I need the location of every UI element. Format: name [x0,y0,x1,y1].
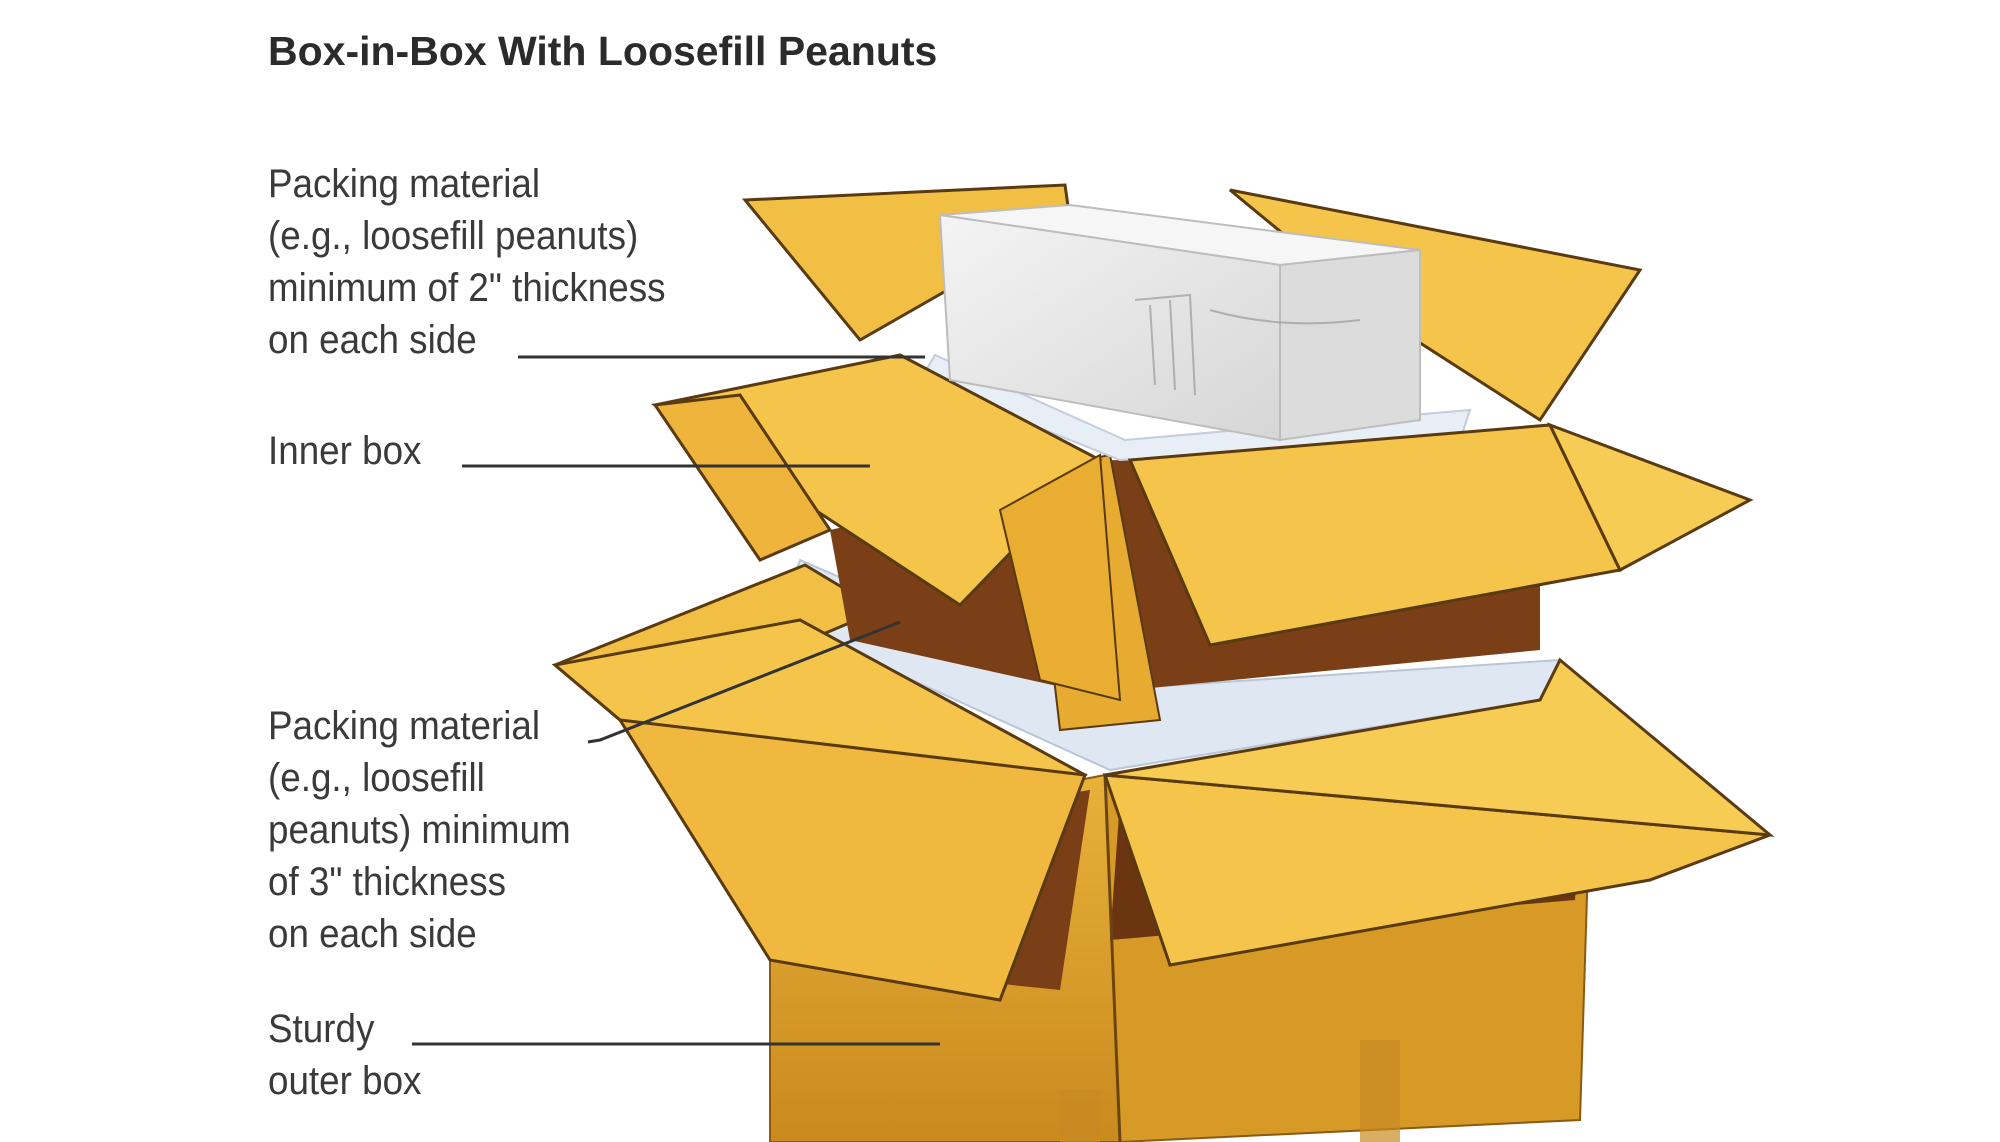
diagram-title: Box-in-Box With Loosefill Peanuts [268,28,938,74]
wrapped-item [938,203,1421,442]
label-outer-box: Sturdy outer box [268,1007,422,1103]
item-sketch-lines [1134,293,1361,396]
leader-line-packing-outer [587,620,901,744]
leader-lines [412,355,940,1046]
item-side [1279,248,1421,442]
outer-box-tape-2 [1060,1090,1100,1142]
label-packing-material-outer: Packing material (e.g., loosefill peanut… [268,704,571,956]
outer-flap-right-back [1104,657,1775,837]
outer-flap-front-left [617,718,1088,1002]
outer-box-tape [1360,1040,1400,1142]
outer-box [551,558,1775,1142]
inner-flap-left-side [652,393,833,562]
inner-flap-right-front [1127,423,1623,647]
label-packing-material-inner: Packing material (e.g., loosefill peanut… [268,162,666,362]
label-inner-box: Inner box [268,429,422,473]
outer-box-edge [1103,774,1122,1142]
inner-flap-front-left [998,453,1122,702]
inner-flap-right-side [1547,422,1754,573]
inner-box [651,183,1754,732]
